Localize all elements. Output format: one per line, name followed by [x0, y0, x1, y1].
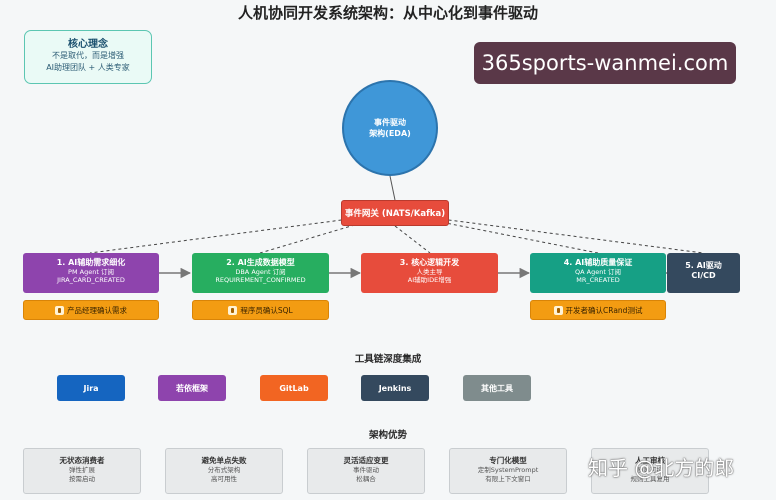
eda-gateway-link [389, 175, 396, 201]
gateway-stage-3-link [394, 225, 431, 254]
page-title: 人机协同开发系统架构：从中心化到事件驱动 [237, 4, 538, 22]
stage-core-logic: 3. 核心逻辑开发 人类主导 AI辅助IDE增强 [361, 253, 498, 293]
advantage-line: 松耦合 [356, 475, 376, 483]
core-concept-line: AI助理团队 + 人类专家 [46, 63, 130, 72]
stage-sub: MR_CREATED [576, 276, 620, 284]
stage-sub: JIRA_CARD_CREATED [57, 276, 125, 284]
stage-data-model: 2. AI生成数据模型 DBA Agent 订阅 REQUIREMENT_CON… [192, 253, 329, 293]
core-concept-heading: 核心理念 [68, 39, 108, 50]
advantage-heading: 避免单点失败 [201, 456, 247, 465]
advantage-heading: 人工审核 [635, 456, 665, 465]
advantages-section-title: 架构优势 [368, 430, 407, 441]
confirm-badge-test: 开发者确认CRand测试 [530, 300, 666, 320]
advantage-heading: 无状态消费者 [59, 456, 105, 465]
event-gateway: 事件网关 (NATS/Kafka) [341, 200, 449, 226]
advantage-line: 有限上下文窗口 [485, 475, 531, 483]
tool-ruoyi: 若依框架 [158, 375, 226, 401]
stage-title: 4. AI辅助质量保证 [563, 258, 633, 267]
tool-other: 其他工具 [463, 375, 531, 401]
advantage-line: 事件驱动 [353, 466, 379, 474]
confirm-badge-sql: 程序员确认SQL [192, 300, 329, 320]
advantage-card: 避免单点失败 分布式架构 高可用性 [165, 448, 283, 494]
advantage-heading: 专门化模型 [489, 456, 527, 465]
advantage-line: 分布式架构 [207, 466, 241, 474]
stage-requirement: 1. AI辅助需求细化 PM Agent 订阅 JIRA_CARD_CREATE… [23, 253, 159, 293]
stage-qa: 4. AI辅助质量保证 QA Agent 订阅 MR_CREATED [530, 253, 666, 293]
tool-jenkins: Jenkins [361, 375, 429, 401]
stage-title: 5. AI驱动 [685, 261, 722, 270]
core-concept-box: 核心理念 不是取代，而是增强 AI助理团队 + 人类专家 [24, 30, 152, 84]
eda-label: 事件驱动 [374, 118, 406, 127]
eda-circle: 事件驱动 架构(EDA) [342, 80, 438, 176]
eda-label: 架构(EDA) [369, 129, 411, 138]
advantage-line: 定制SystemPrompt [477, 466, 539, 474]
advantage-card: 专门化模型 定制SystemPrompt 有限上下文窗口 [449, 448, 567, 494]
confirm-label: 开发者确认CRand测试 [565, 305, 643, 315]
confirm-badge-pm: 产品经理确认需求 [23, 300, 159, 320]
watermark-banner: 365sports-wanmei.com [474, 42, 736, 84]
advantage-line: 按需启动 [69, 475, 95, 483]
check-user-icon [553, 305, 563, 315]
advantage-line: 质量可控 [637, 466, 663, 474]
stage-sub: QA Agent 订阅 [575, 268, 621, 276]
stage-title: CI/CD [691, 271, 716, 280]
stage-sub: 人类主导 [416, 268, 443, 276]
stage-sub: PM Agent 订阅 [68, 268, 114, 276]
check-user-icon [55, 305, 64, 315]
tool-gitlab: GitLab [260, 375, 328, 401]
advantage-line: 弹性扩展 [69, 466, 95, 474]
tools-section-title: 工具链深度集成 [354, 354, 422, 365]
stage-sub: AI辅助IDE增强 [407, 276, 452, 284]
advantage-card: 灵活适应变更 事件驱动 松耦合 [307, 448, 425, 494]
advantage-card: 人工审核 质量可控 规则工具复用 [591, 448, 709, 494]
stage-sub: REQUIREMENT_CONFIRMED [215, 276, 306, 284]
confirm-label: 程序员确认SQL [240, 305, 293, 315]
tool-jira: Jira [57, 375, 125, 401]
stage-sub: DBA Agent 订阅 [235, 268, 286, 276]
stage-title: 1. AI辅助需求细化 [56, 258, 126, 267]
zhihu-watermark: 知乎 @北方的郎 [588, 456, 735, 480]
advantage-card: 无状态消费者 弹性扩展 按需启动 [23, 448, 141, 494]
confirm-label: 产品经理确认需求 [67, 305, 127, 315]
advantage-line: 规则工具复用 [630, 475, 670, 483]
stage-title: 3. 核心逻辑开发 [399, 258, 460, 267]
check-user-icon [228, 305, 238, 315]
core-concept-line: 不是取代，而是增强 [52, 51, 124, 60]
gateway-stage-4-link [394, 212, 599, 254]
stage-cicd: 5. AI驱动 CI/CD [667, 253, 740, 293]
stage-title: 2. AI生成数据模型 [226, 258, 295, 267]
advantage-line: 高可用性 [211, 475, 237, 483]
advantage-heading: 灵活适应变更 [343, 456, 389, 465]
gateway-stage-5-link [394, 212, 704, 254]
